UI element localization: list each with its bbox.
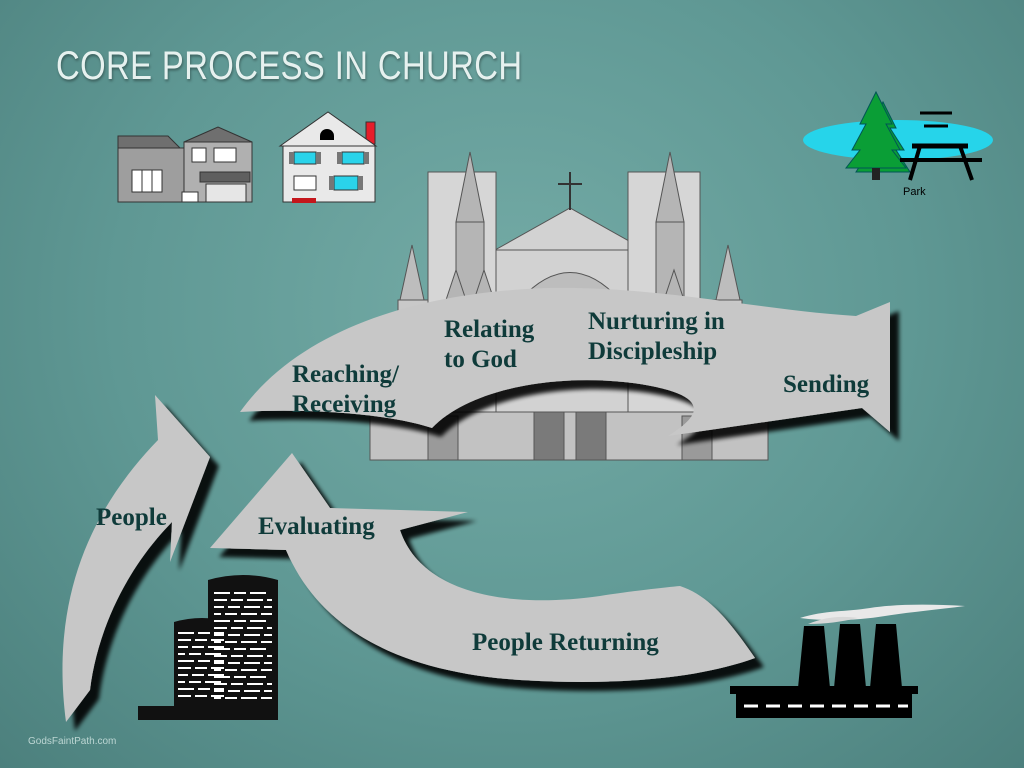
house-colonial-icon	[278, 111, 378, 203]
house-split-level-icon	[117, 126, 253, 203]
label-reaching: Reaching/Receiving	[292, 361, 399, 418]
office-buildings-icon	[138, 575, 278, 720]
park-icon	[803, 90, 993, 181]
label-people: People	[96, 504, 167, 531]
arrow-process-main	[240, 287, 890, 436]
factory-icon	[730, 604, 965, 718]
label-people-returning: People Returning	[472, 629, 659, 656]
label-evaluating: Evaluating	[258, 513, 375, 540]
arrow-returning	[210, 453, 755, 682]
page-title: CORE PROCESS IN CHURCH	[56, 44, 523, 88]
label-sending: Sending	[783, 371, 870, 398]
arrow-people-up	[62, 395, 211, 722]
watermark: GodsFaintPath.com	[28, 736, 117, 747]
park-label: Park	[903, 186, 926, 198]
